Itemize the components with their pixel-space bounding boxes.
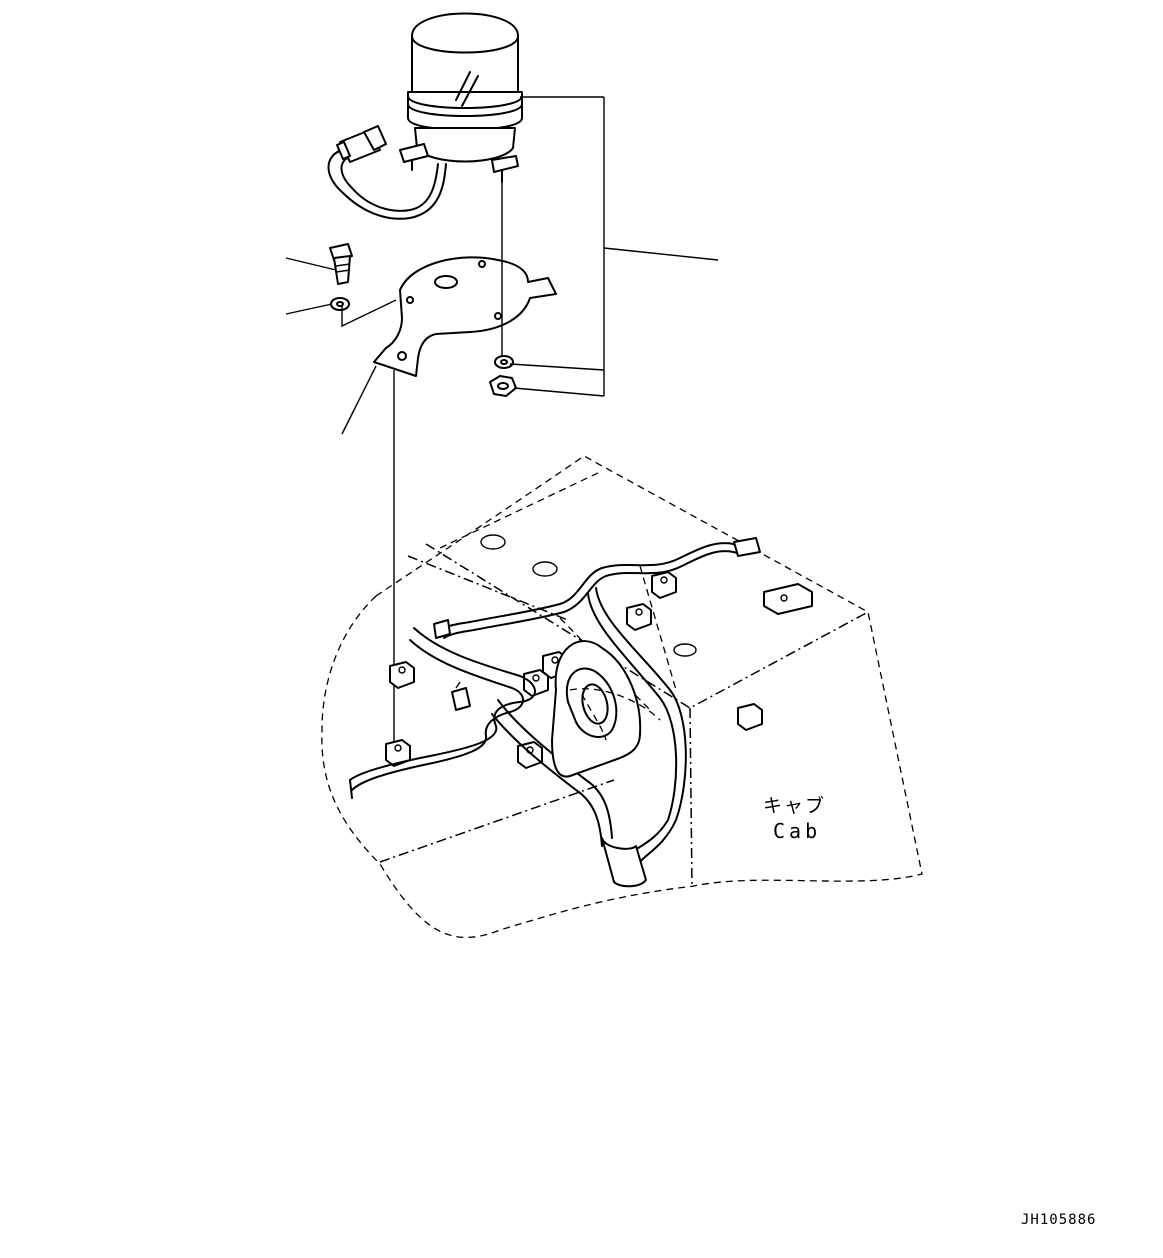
drawing-code: JH105886 [1021, 1212, 1097, 1228]
roof-holes [480, 534, 697, 657]
beacon-seat [551, 640, 642, 778]
leader-lines [285, 96, 719, 750]
hidden-lines [569, 688, 661, 741]
cab-label-english: Cab [773, 819, 822, 843]
bolt [329, 243, 353, 285]
cab-label-japanese: キャブ [763, 795, 827, 817]
nut [489, 375, 517, 397]
washer-right [494, 355, 514, 369]
lamp-cable-connector [327, 125, 447, 220]
mounting-bracket [373, 256, 557, 377]
wiring-harness [349, 537, 761, 888]
mounting-blocks [385, 571, 813, 769]
rotating-beacon-lamp [399, 12, 523, 183]
washer-left [330, 297, 350, 311]
cab-roof-outline [321, 455, 923, 939]
